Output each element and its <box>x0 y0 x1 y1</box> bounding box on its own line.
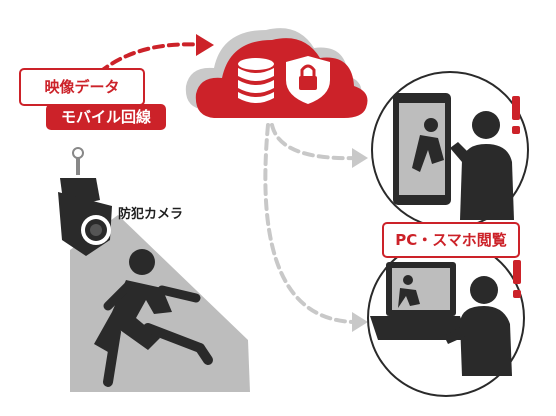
laptop-viewer-person <box>444 276 512 376</box>
alert-icon <box>512 96 520 134</box>
laptop-icon <box>370 262 468 340</box>
running-person-icon <box>94 249 213 387</box>
shield-lock-icon <box>286 56 330 104</box>
pc-smartphone-view-label: PC・スマホ閲覧 <box>382 222 520 258</box>
alert-icon-2 <box>513 260 521 298</box>
view-arrowhead-laptop <box>352 312 368 332</box>
upload-arrow <box>98 42 207 74</box>
video-data-label: 映像データ <box>19 68 145 106</box>
view-arrow-phone <box>270 123 357 161</box>
database-icon <box>238 58 274 103</box>
view-arrowhead-phone <box>352 148 368 168</box>
smartphone-icon <box>393 93 451 205</box>
upload-arrowhead <box>196 34 214 56</box>
view-arrow-laptop <box>263 123 357 324</box>
viewer-person <box>450 111 514 220</box>
camera-icon <box>58 147 112 256</box>
viewer-phone-panel <box>371 71 529 229</box>
security-camera-label: 防犯カメラ <box>118 207 184 222</box>
mobile-line-label: モバイル回線 <box>46 104 166 130</box>
viewer-laptop-panel <box>367 239 525 397</box>
